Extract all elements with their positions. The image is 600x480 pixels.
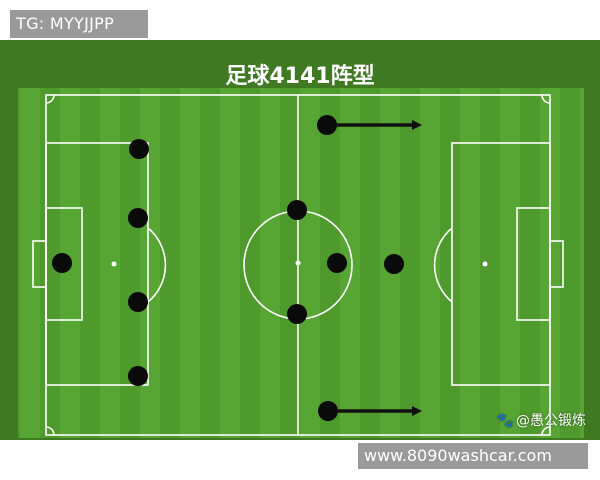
pitch-markings <box>32 94 564 436</box>
corner-arc-top-right <box>541 94 551 104</box>
left-penalty-spot <box>111 261 117 267</box>
player-winger-bottom <box>318 401 338 421</box>
corner-arc-top-left <box>45 94 55 104</box>
centre-spot <box>295 260 301 266</box>
right-penalty-spot <box>482 261 488 267</box>
player-goalkeeper <box>52 253 72 273</box>
corner-arc-bottom-right <box>541 426 551 436</box>
bottom-url-tag: www.8090washcar.com <box>358 443 588 469</box>
formation-board: 足球4141阵型 🐾@愚公锻炼 <box>0 40 600 440</box>
player-defender-1 <box>129 139 149 159</box>
author-watermark-text: @愚公锻炼 <box>516 413 586 429</box>
bottom-url-text: www.8090washcar.com <box>364 446 552 465</box>
player-defender-3 <box>128 292 148 312</box>
player-midfielder-centre <box>327 253 347 273</box>
corner-arc-bottom-left <box>45 426 55 436</box>
paw-icon: 🐾 <box>496 413 514 429</box>
player-winger-top <box>317 115 337 135</box>
player-defender-4 <box>128 366 148 386</box>
player-defender-2 <box>128 208 148 228</box>
diagram-title: 足球4141阵型 <box>225 64 375 89</box>
top-watermark-tag: TG: MYYJJPP <box>10 10 148 38</box>
author-watermark: 🐾@愚公锻炼 <box>497 410 586 430</box>
right-penalty-arc <box>433 227 453 303</box>
left-goal <box>32 240 47 288</box>
football-pitch <box>18 88 584 438</box>
player-midfielder-bottom <box>287 304 307 324</box>
left-penalty-arc <box>147 227 167 303</box>
player-striker <box>384 254 404 274</box>
right-goal <box>549 240 564 288</box>
player-defensive-midfielder <box>287 200 307 220</box>
top-watermark-text: TG: MYYJJPP <box>16 14 115 33</box>
